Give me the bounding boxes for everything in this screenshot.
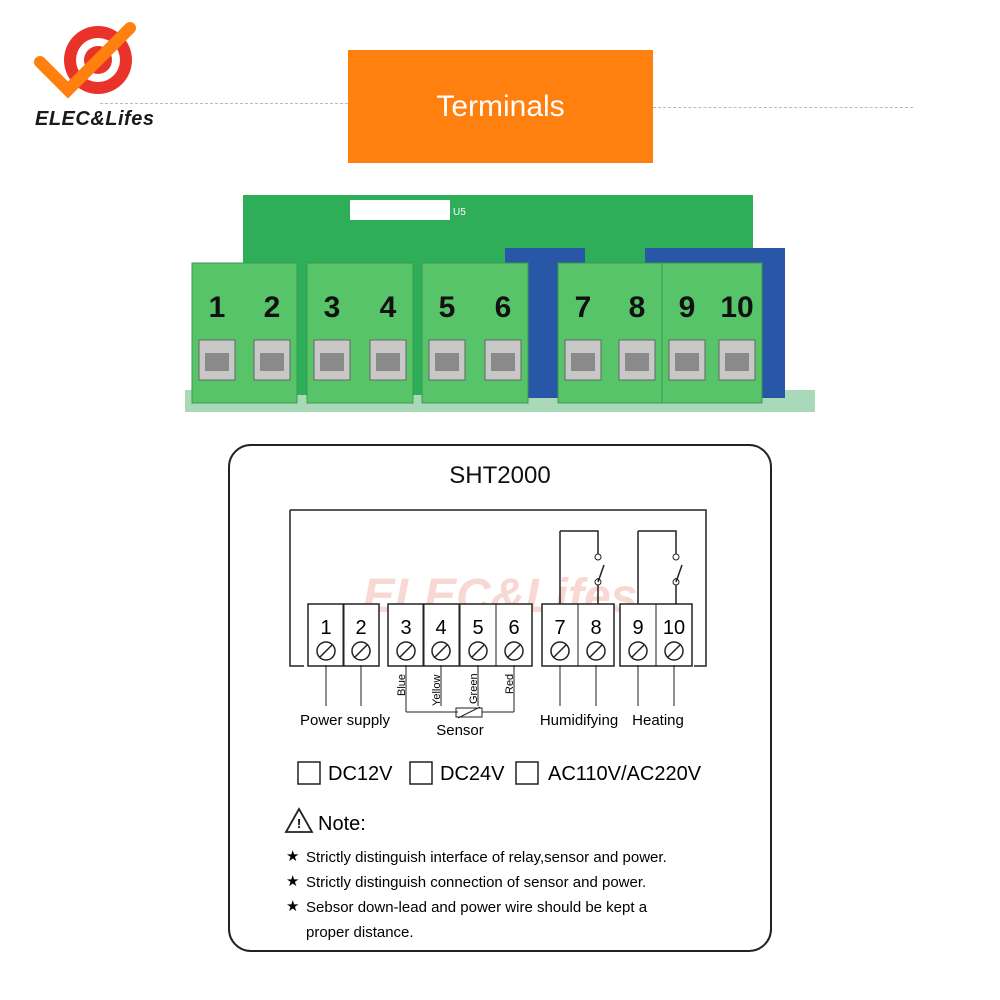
terminal-block xyxy=(557,262,663,404)
board-terminal-number: 1 xyxy=(209,291,226,324)
note-item-4: proper distance. xyxy=(306,924,414,941)
note-title: Note: xyxy=(318,813,366,835)
wire-label-green: Green xyxy=(468,673,480,704)
terminal-strip: 1 2 3 4 5 6 7 8 9 10 xyxy=(307,603,693,667)
board-terminal-number: 6 xyxy=(495,291,512,324)
board-terminal-number: 4 xyxy=(380,291,397,324)
board-terminal-number: 5 xyxy=(439,291,456,324)
terminal-number: 1 xyxy=(320,617,331,639)
terminal-number: 6 xyxy=(508,617,519,639)
humidifying-label: Humidifying xyxy=(540,712,618,729)
sensor-label: Sensor xyxy=(436,722,484,739)
heating-label: Heating xyxy=(632,712,684,729)
terminal-number: 7 xyxy=(554,617,565,639)
power-supply-label: Power supply xyxy=(300,712,391,729)
star-icon: ★ xyxy=(286,847,299,865)
board-silk-label: U5 xyxy=(453,207,466,218)
brand-name: ELEC&Lifes xyxy=(35,108,155,130)
section-banner: Terminals xyxy=(348,50,653,163)
warning-icon xyxy=(284,807,314,833)
diagram-title: SHT2000 xyxy=(449,462,551,489)
terminal-block xyxy=(191,262,298,404)
option-dc12v: DC12V xyxy=(328,763,393,785)
note-item-1: Strictly distinguish interface of relay,… xyxy=(306,849,667,866)
wire-label-red: Red xyxy=(504,674,516,694)
terminal-number: 4 xyxy=(435,617,446,639)
terminal-number: 2 xyxy=(355,617,366,639)
terminal-number: 8 xyxy=(590,617,601,639)
board-terminal-number: 3 xyxy=(324,291,341,324)
terminal-number: 5 xyxy=(472,617,483,639)
note-item-2: Strictly distinguish connection of senso… xyxy=(306,874,646,891)
star-icon: ★ xyxy=(286,897,299,915)
terminal-block xyxy=(306,262,414,404)
note-item-3: Sebsor down-lead and power wire should b… xyxy=(306,899,648,916)
svg-text:!: ! xyxy=(297,816,301,831)
banner-title: Terminals xyxy=(436,89,565,123)
board-terminal-number: 8 xyxy=(629,291,646,324)
board-terminal-number: 10 xyxy=(720,291,753,324)
terminal-block xyxy=(421,262,529,404)
terminal-number: 3 xyxy=(400,617,411,639)
board-terminal-number: 2 xyxy=(264,291,281,324)
terminal-number: 9 xyxy=(632,617,643,639)
terminal-block xyxy=(661,262,763,404)
brand-logo-icon xyxy=(34,22,136,99)
wire-label-blue: Blue xyxy=(396,674,408,696)
wire-label-yellow: Yellow xyxy=(431,675,443,706)
star-icon: ★ xyxy=(286,872,299,890)
option-ac110v-ac220v: AC110V/AC220V xyxy=(548,763,702,785)
option-dc24v: DC24V xyxy=(440,763,505,785)
divider-left xyxy=(100,103,348,104)
divider-right xyxy=(653,107,913,108)
board-terminal-number: 7 xyxy=(575,291,592,324)
board-terminal-number: 9 xyxy=(679,291,696,324)
terminal-number: 10 xyxy=(663,617,685,639)
